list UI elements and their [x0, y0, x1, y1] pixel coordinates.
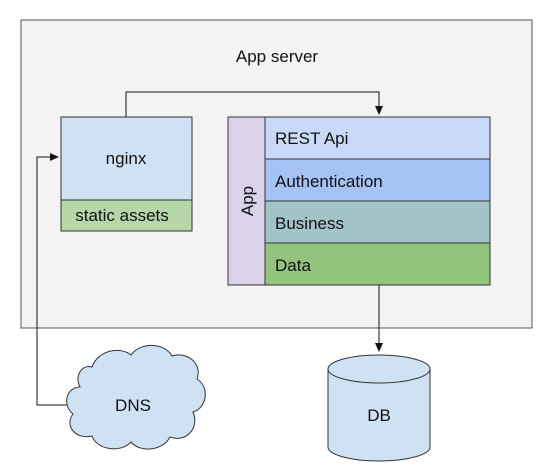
connectors: [36, 91, 383, 406]
layer-data-label: Data: [275, 256, 311, 275]
database-icon: [327, 369, 431, 462]
app-server-label: App server: [236, 47, 319, 66]
dns-label: DNS: [115, 396, 151, 415]
db-top-ellipse: [327, 354, 431, 384]
layer-business: [264, 200, 491, 244]
layer-rest-api: [264, 116, 491, 160]
app-bar-label: App: [238, 186, 257, 216]
nginx-label: nginx: [106, 149, 147, 168]
dns-to-nginx-arrow: [36, 153, 72, 406]
static-assets-box: [60, 199, 193, 232]
layer-authentication: [264, 158, 491, 202]
layer-data: [264, 242, 491, 286]
layer-authentication-label: Authentication: [275, 172, 383, 191]
cloud-icon: [66, 344, 206, 450]
layer-rest-api-label: REST Api: [275, 129, 348, 148]
db-label: DB: [367, 406, 391, 425]
db-cylinder: DB: [327, 354, 431, 462]
nginx-component: nginx static assets: [60, 116, 193, 232]
app-component: App REST Api Authentication Business Dat…: [227, 116, 491, 286]
layer-business-label: Business: [275, 214, 344, 233]
nginx-to-app-arrow: [125, 91, 383, 117]
static-assets-label: static assets: [75, 206, 169, 225]
dns-cloud: DNS: [66, 344, 206, 450]
